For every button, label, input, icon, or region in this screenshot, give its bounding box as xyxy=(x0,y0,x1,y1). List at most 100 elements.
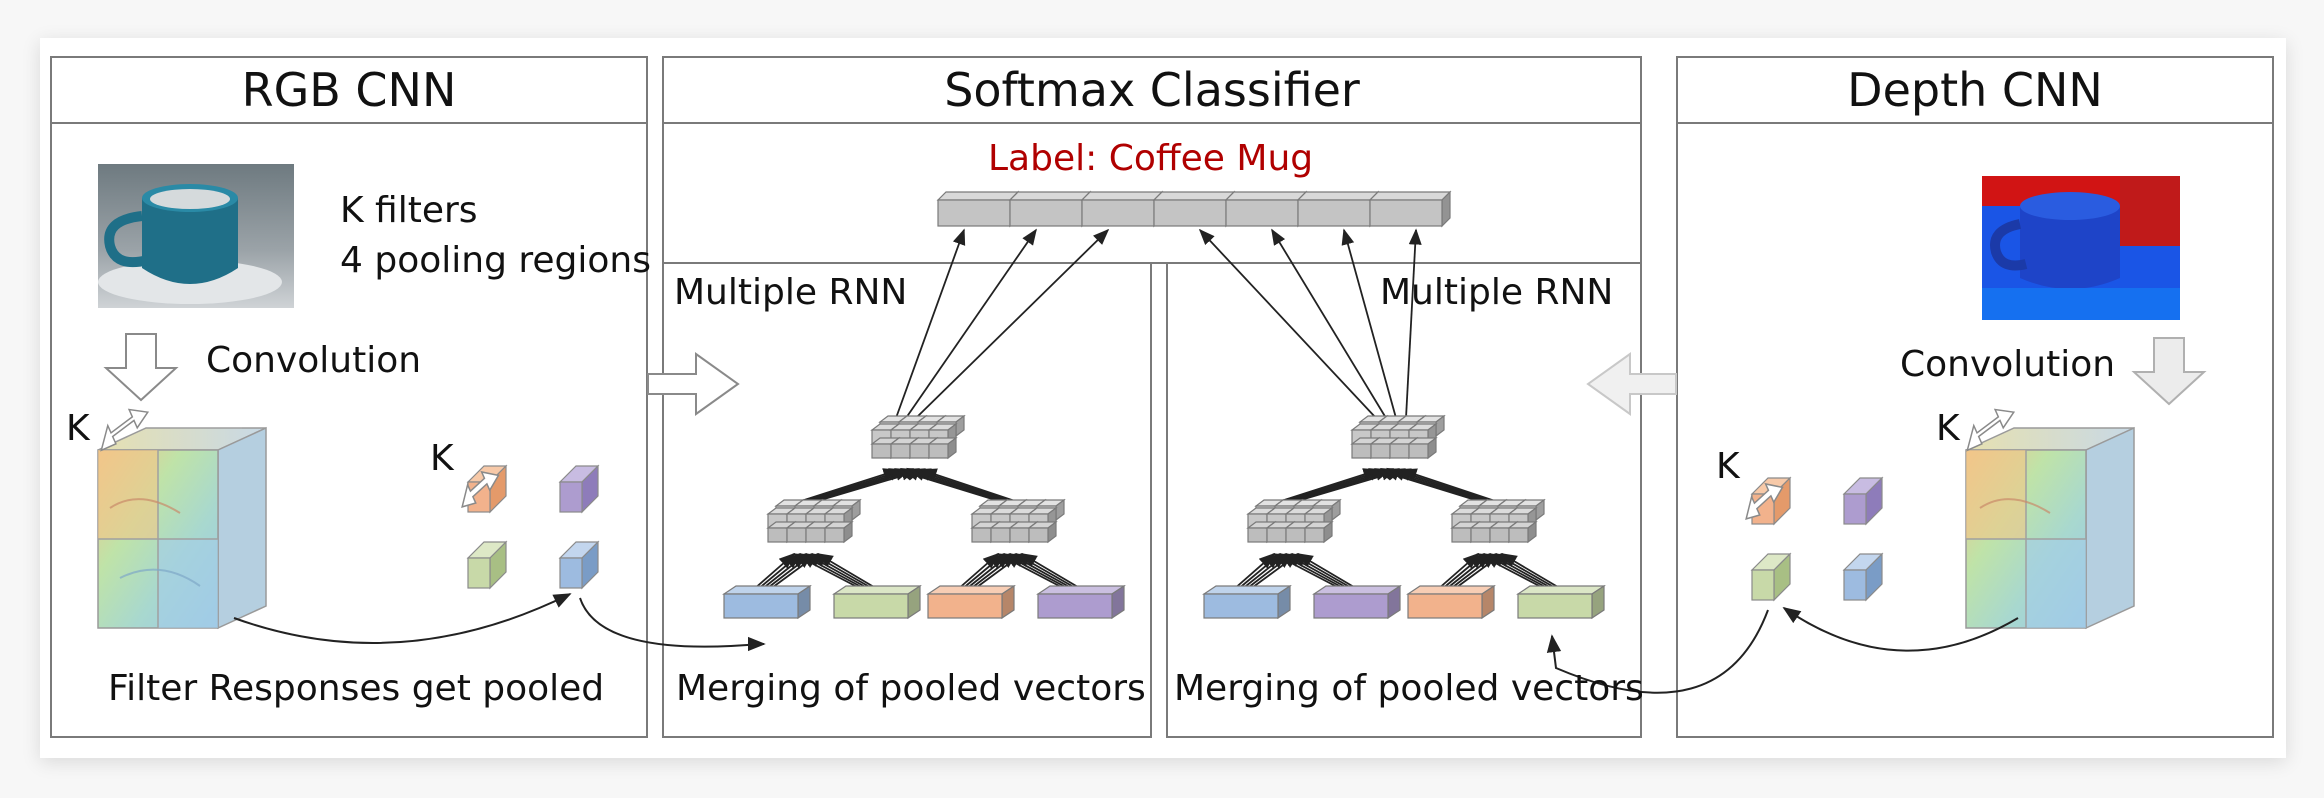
rnn-edge xyxy=(1289,468,1398,503)
rnn-merge-node xyxy=(766,498,862,544)
softmax-output-cell xyxy=(1152,190,1236,228)
softmax-output-cell xyxy=(1224,190,1308,228)
softmax-classifier-title: Softmax Classifier xyxy=(664,58,1640,124)
rnn-edge xyxy=(1278,553,1348,591)
rnn-edge xyxy=(798,553,868,591)
pooled-vector-blue-rgb xyxy=(558,540,600,590)
convolution-arrow-depth xyxy=(2131,337,2207,406)
diagram-artwork xyxy=(97,164,2207,694)
rnn-edge xyxy=(809,468,918,503)
softmax-output-cell xyxy=(1296,190,1380,228)
pooled-vector-leaf-green xyxy=(1516,584,1606,620)
rnn-edge xyxy=(1296,553,1360,591)
convolution-text-depth: Convolution xyxy=(1900,344,2116,385)
softmax-output-cell xyxy=(936,190,1020,228)
rnn-merge-node xyxy=(1450,498,1546,544)
rnn-edge xyxy=(914,468,1015,503)
rnn-edge xyxy=(1488,553,1556,591)
rnn-cell-lower xyxy=(927,436,958,460)
rnn-to-softmax-edge xyxy=(905,228,1037,419)
rnn-edge xyxy=(920,468,1019,503)
rnn-edge xyxy=(1281,468,1386,503)
k-depth-arrow-rgb-vectors xyxy=(461,470,500,508)
coffee-mug-rgb-image xyxy=(98,164,294,308)
filter-response-cube-rgb xyxy=(97,426,267,630)
pooled-vector-leaf-purple xyxy=(1036,584,1126,620)
rnn-right-panel xyxy=(1166,262,1642,738)
pooled-vector-green-rgb xyxy=(466,540,508,590)
softmax-output-cell xyxy=(1368,190,1452,228)
softmax-output-layer xyxy=(936,190,1452,228)
rnn-edge xyxy=(1482,553,1552,591)
rnn-to-softmax-edge xyxy=(1198,228,1377,419)
rnn-edge xyxy=(1400,468,1499,503)
rnn-to-softmax-edge xyxy=(1341,228,1397,419)
rnn-to-softmax-edge xyxy=(1271,228,1387,419)
pooled-vector-leaf-blue xyxy=(1202,584,1292,620)
convolution-text-rgb: Convolution xyxy=(206,340,422,381)
rnn-to-softmax-edge xyxy=(1405,228,1422,419)
rnn-edge xyxy=(1382,468,1487,503)
rnn-edge xyxy=(1290,553,1356,591)
rnn-edge xyxy=(1500,553,1564,591)
pooling-regions-text: 4 pooling regions xyxy=(340,240,651,281)
flow-arrow-depth-to-rnn xyxy=(1586,352,1677,416)
connector-vector-to-rnn-right xyxy=(1546,609,1769,694)
rnn-left-caption: Merging of pooled vectors xyxy=(676,668,1146,709)
rnn-cell-lower xyxy=(823,520,854,544)
pooled-vector-green-depth xyxy=(1750,552,1792,602)
rnn-edge xyxy=(1020,553,1084,591)
rnn-edge xyxy=(1444,552,1492,591)
rnn-right-title: Multiple RNN xyxy=(1380,272,1614,313)
pooled-vector-purple-depth xyxy=(1842,476,1884,526)
figure-card: RGB CNN Softmax Classifier Depth CNN xyxy=(40,38,2286,758)
rnn-edge xyxy=(801,468,906,503)
rnn-edge xyxy=(964,552,1012,591)
k-label-depth-vectors: K xyxy=(1716,446,1740,487)
softmax-output-cell xyxy=(1008,190,1092,228)
coffee-mug-depth-image xyxy=(1982,176,2180,320)
flow-arrow-rgb-to-rnn xyxy=(647,352,740,416)
filter-response-cube-depth xyxy=(1965,426,2135,630)
rnn-edge xyxy=(1284,553,1352,591)
rnn-edge xyxy=(1285,468,1392,503)
pooled-vector-purple-rgb xyxy=(558,464,600,514)
rnn-root-node xyxy=(1350,414,1446,460)
pooled-vector-leaf-blue xyxy=(722,584,812,620)
k-depth-arrow-depth-vectors xyxy=(1745,482,1784,520)
rnn-edge xyxy=(1494,553,1560,591)
pooled-vector-leaf-orange xyxy=(1406,584,1496,620)
k-filters-text: K filters xyxy=(340,190,478,231)
rnn-edge xyxy=(813,467,924,503)
rnn-merge-node xyxy=(1246,498,1342,544)
rnn-edge xyxy=(1277,468,1380,503)
rnn-merge-node xyxy=(970,498,1066,544)
rnn-left-tree xyxy=(722,228,1126,620)
rnn-edge xyxy=(1240,552,1288,591)
rnn-edge xyxy=(1014,553,1080,591)
rnn-root-node xyxy=(870,414,966,460)
connector-cube-to-vector-depth xyxy=(1782,606,2019,652)
k-label-rgb-vectors: K xyxy=(430,438,454,479)
k-label-depth-cube: K xyxy=(1936,408,1960,449)
pooled-vector-blue-depth xyxy=(1842,552,1884,602)
rnn-edge xyxy=(760,552,808,591)
rnn-edge xyxy=(1293,467,1404,503)
rnn-edge xyxy=(816,553,880,591)
rnn-edge xyxy=(908,468,1011,503)
rnn-edge xyxy=(1388,468,1491,503)
connector-vector-to-rnn-left xyxy=(579,597,766,652)
rnn-to-softmax-edge xyxy=(895,228,966,419)
predicted-label-text: Label: Coffee Mug xyxy=(988,138,1314,179)
rnn-edge xyxy=(902,468,1007,503)
rnn-edge xyxy=(1002,553,1072,591)
rnn-edge xyxy=(797,468,900,503)
rnn-edge xyxy=(804,553,872,591)
pooled-vector-leaf-purple xyxy=(1312,584,1402,620)
rnn-right-tree xyxy=(1198,228,1606,620)
pooled-vector-leaf-green xyxy=(832,584,922,620)
rnn-cell-lower xyxy=(1027,520,1058,544)
rnn-cell-lower xyxy=(1303,520,1334,544)
rnn-left-title: Multiple RNN xyxy=(674,272,908,313)
rnn-cell-lower xyxy=(1407,436,1438,460)
